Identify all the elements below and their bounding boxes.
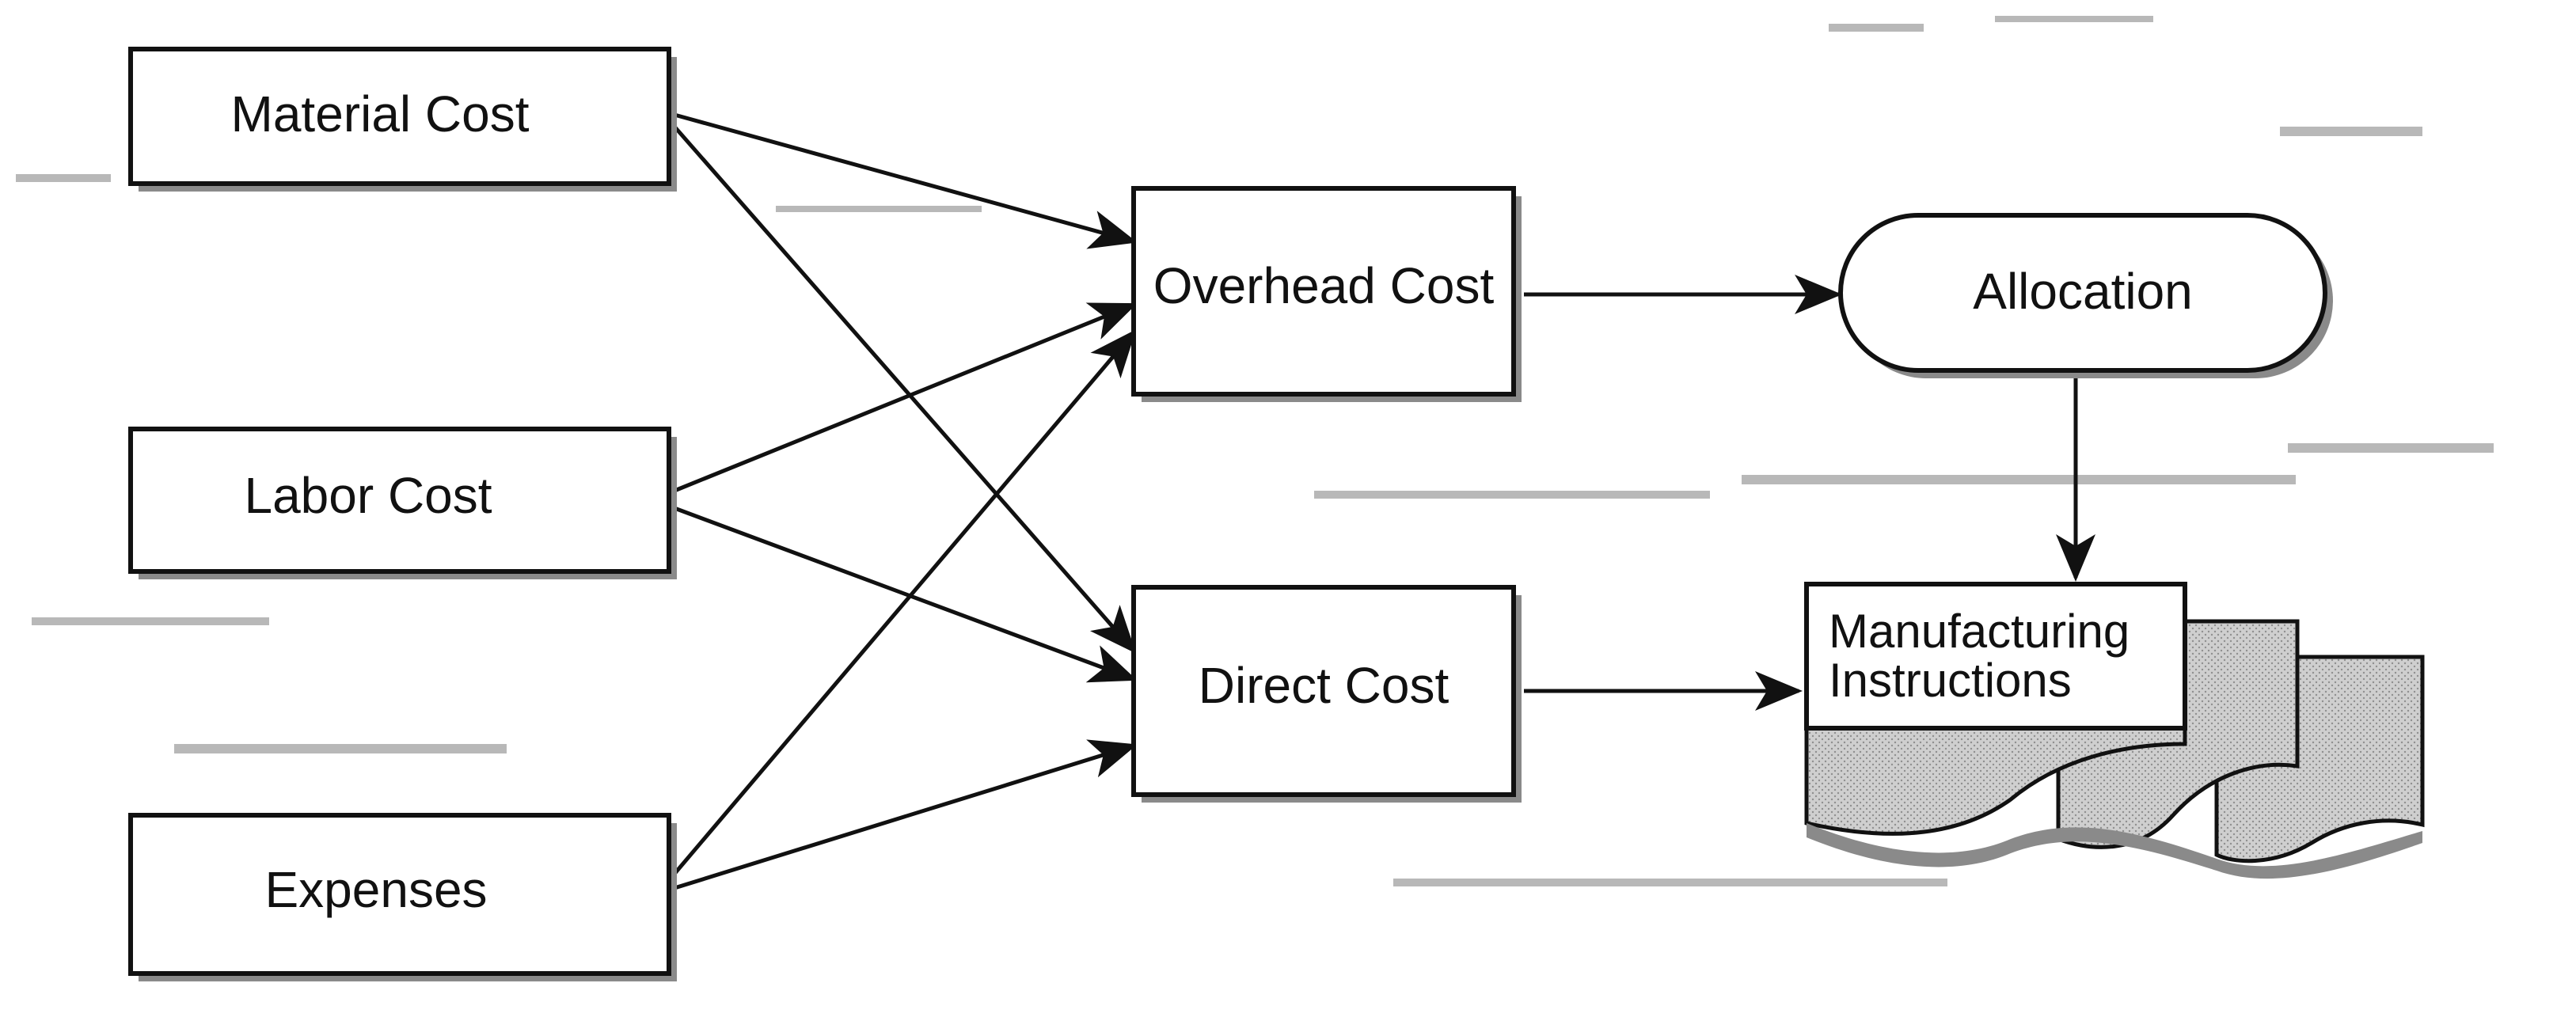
allocation-label: Allocation: [1973, 263, 2193, 320]
node-manufacturing-instructions: Manufacturing Instructions: [1804, 582, 2425, 879]
overhead-cost-label: Overhead Cost: [1153, 257, 1495, 314]
edge-material-to-overhead: [674, 112, 1138, 249]
direct-cost-label: Direct Cost: [1199, 657, 1449, 714]
node-labor-cost: Labor Cost: [128, 427, 677, 579]
manufacturing-instructions-label-line2: Instructions: [1829, 654, 2072, 707]
edge-labor-to-direct: [674, 506, 1138, 683]
manufacturing-instructions-label-line1: Manufacturing: [1829, 605, 2130, 658]
edge-expenses-to-overhead: [673, 329, 1137, 875]
node-overhead-cost: Overhead Cost: [1131, 186, 1522, 402]
node-expenses: Expenses: [128, 813, 677, 981]
node-material-cost: Material Cost: [128, 47, 677, 192]
node-allocation: Allocation: [1838, 213, 2333, 378]
node-direct-cost: Direct Cost: [1131, 585, 1522, 803]
edge-material-to-direct: [673, 125, 1137, 654]
labor-cost-label: Labor Cost: [244, 467, 492, 524]
edge-expenses-to-direct: [674, 739, 1138, 890]
expenses-label: Expenses: [264, 861, 487, 918]
material-cost-label: Material Cost: [231, 85, 530, 142]
connectors: [673, 112, 2095, 890]
edge-labor-to-overhead: [674, 302, 1138, 493]
background-specks: [16, 16, 2494, 886]
